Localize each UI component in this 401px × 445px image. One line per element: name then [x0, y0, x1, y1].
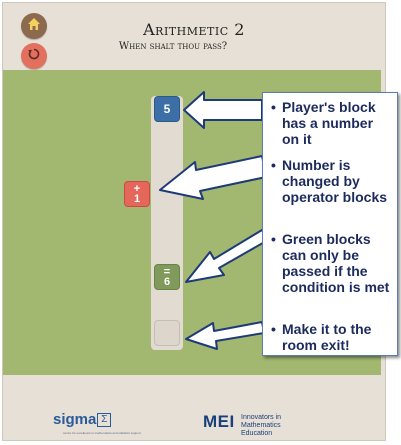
- mei-wordmark: MEI: [203, 412, 235, 431]
- room-exit: [154, 320, 180, 346]
- operator-symbol: +: [133, 183, 141, 195]
- sigma-tagline: centre for excellence in mathematics and…: [63, 431, 141, 435]
- condition-block: = 6: [154, 264, 180, 290]
- restart-icon: [27, 47, 41, 66]
- home-button[interactable]: [21, 13, 47, 39]
- note-player: • Player's block has a number on it: [271, 99, 376, 147]
- restart-button[interactable]: [21, 43, 47, 69]
- arrow-to-condition: [185, 229, 269, 283]
- sigma-wordmark: sigma: [53, 411, 97, 428]
- level-subtitle: When shalt thou pass?: [118, 41, 228, 52]
- player-value: 5: [163, 102, 171, 116]
- condition-symbol: =: [163, 266, 171, 278]
- path-track: [151, 96, 183, 350]
- mei-tagline: Innovators in Mathematics Education: [241, 414, 282, 437]
- instruction-callout: • Player's block has a number on it • Nu…: [262, 92, 398, 356]
- header: Arithmetic 2 When shalt thou pass?: [3, 3, 385, 73]
- level-title: Arithmetic 2: [143, 20, 245, 39]
- condition-value: 6: [163, 276, 171, 288]
- player-block[interactable]: 5: [154, 96, 180, 122]
- home-icon: [27, 17, 41, 36]
- arrow-to-exit: [185, 321, 265, 350]
- mei-logo: MEI Innovators in Mathematics Education: [203, 412, 281, 437]
- note-condition: • Green blocks can only be passed if the…: [271, 231, 390, 295]
- arrow-to-player: [183, 91, 263, 129]
- arrow-to-operator: [159, 155, 267, 200]
- note-operator: • Number is changed by operator blocks: [271, 157, 388, 205]
- sigma-symbol-icon: Σ: [97, 413, 112, 427]
- operator-value: 1: [133, 193, 141, 205]
- operator-block: + 1: [124, 181, 150, 207]
- note-exit: • Make it to the room exit!: [271, 321, 372, 353]
